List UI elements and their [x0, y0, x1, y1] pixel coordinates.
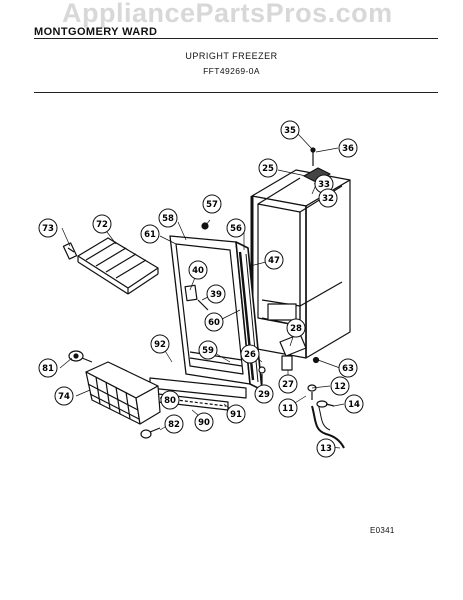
svg-text:61: 61 [144, 230, 156, 240]
header-rule [34, 38, 438, 39]
model-number: FFT49269-0A [203, 66, 260, 76]
svg-text:57: 57 [206, 200, 218, 210]
wire-shelf [77, 237, 159, 295]
wire-basket [85, 361, 161, 425]
callout-90: 90 [194, 412, 214, 432]
svg-text:60: 60 [208, 318, 220, 328]
callout-91: 91 [226, 404, 246, 424]
page-title: UPRIGHT FREEZER [185, 51, 278, 61]
svg-text:56: 56 [230, 224, 242, 234]
callout-27: 27 [278, 374, 298, 394]
callout-32: 32 [318, 188, 338, 208]
svg-text:58: 58 [162, 214, 174, 224]
bottom-hinge-assembly [258, 333, 320, 400]
callout-92: 92 [150, 334, 170, 354]
callout-36: 36 [338, 138, 358, 158]
callout-60: 60 [204, 312, 224, 332]
svg-text:25: 25 [262, 164, 274, 174]
svg-text:81: 81 [42, 364, 54, 374]
svg-text:35: 35 [284, 126, 296, 136]
svg-text:91: 91 [230, 410, 242, 420]
callout-40: 40 [188, 260, 208, 280]
svg-text:63: 63 [342, 364, 354, 374]
callout-63: 63 [338, 358, 358, 378]
svg-text:74: 74 [58, 392, 70, 402]
svg-text:72: 72 [96, 220, 108, 230]
svg-text:47: 47 [268, 256, 280, 266]
svg-text:13: 13 [320, 444, 332, 454]
callout-58: 58 [158, 208, 178, 228]
callout-57: 57 [202, 194, 222, 214]
svg-text:12: 12 [334, 382, 346, 392]
callout-11: 11 [278, 398, 298, 418]
svg-text:32: 32 [322, 194, 334, 204]
svg-text:36: 36 [342, 144, 354, 154]
callout-80: 80 [160, 390, 180, 410]
callout-82: 82 [164, 414, 184, 434]
svg-text:59: 59 [202, 346, 214, 356]
callout-labels: 35 36 25 33 32 57 58 56 73 72 61 47 40 3… [38, 120, 364, 458]
callout-74: 74 [54, 386, 74, 406]
svg-text:40: 40 [192, 266, 204, 276]
callout-59: 59 [198, 340, 218, 360]
key-part [140, 427, 161, 439]
callout-73: 73 [38, 218, 58, 238]
svg-text:73: 73 [42, 224, 54, 234]
callout-47: 47 [264, 250, 284, 270]
door-assembly [169, 222, 263, 391]
svg-text:28: 28 [290, 324, 302, 334]
svg-text:39: 39 [210, 290, 222, 300]
svg-text:29: 29 [258, 390, 270, 400]
diagram-code: E0341 [370, 526, 395, 535]
callout-35: 35 [280, 120, 300, 140]
callout-72: 72 [92, 214, 112, 234]
shelf-clip [62, 242, 78, 260]
callout-25: 25 [258, 158, 278, 178]
callout-26: 26 [240, 344, 260, 364]
svg-text:80: 80 [164, 396, 176, 406]
drain-fitting [316, 400, 335, 408]
svg-text:11: 11 [282, 404, 294, 414]
callout-39: 39 [206, 284, 226, 304]
callout-12: 12 [330, 376, 350, 396]
callout-13: 13 [316, 438, 336, 458]
watermark: AppliancePartsPros.com [62, 0, 393, 28]
callout-56: 56 [226, 218, 246, 238]
lock-component [68, 350, 93, 363]
callout-29: 29 [254, 384, 274, 404]
callout-61: 61 [140, 224, 160, 244]
svg-text:14: 14 [348, 400, 360, 410]
svg-text:27: 27 [282, 380, 294, 390]
brand-name: MONTGOMERY WARD [34, 26, 158, 38]
svg-text:82: 82 [168, 420, 180, 430]
svg-text:90: 90 [198, 418, 210, 428]
section-rule [34, 92, 438, 93]
svg-text:26: 26 [244, 350, 256, 360]
svg-text:33: 33 [318, 180, 330, 190]
callout-81: 81 [38, 358, 58, 378]
callout-14: 14 [344, 394, 364, 414]
callout-28: 28 [286, 318, 306, 338]
svg-text:92: 92 [154, 340, 166, 350]
